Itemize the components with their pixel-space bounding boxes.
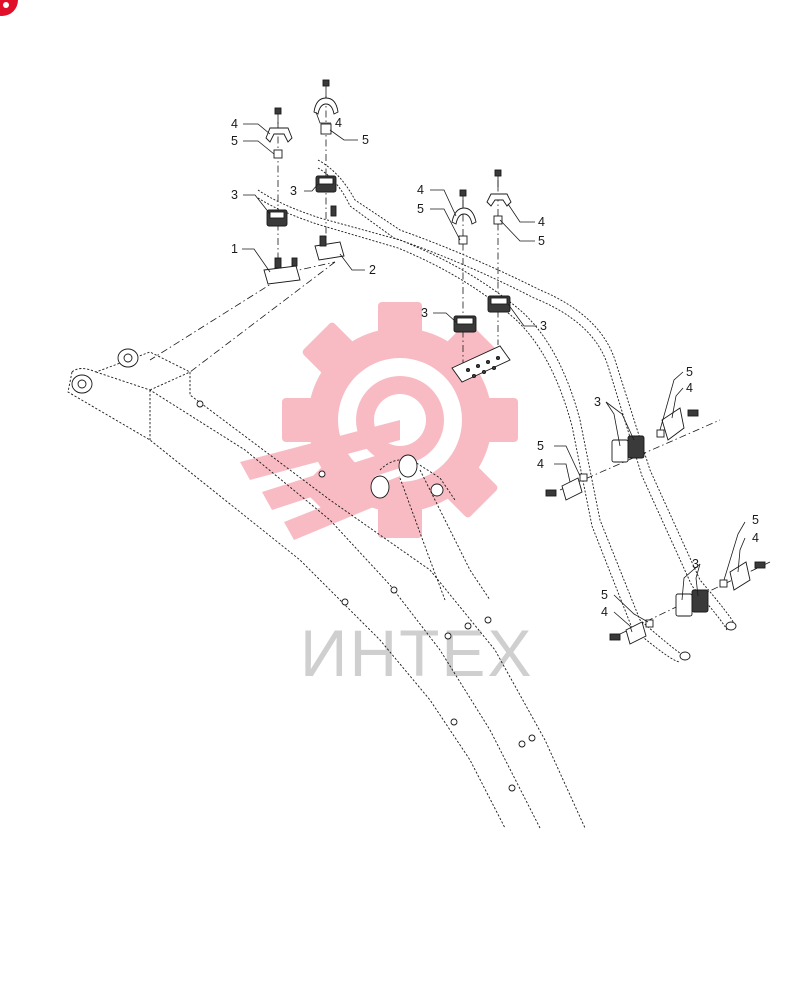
leader-lines xyxy=(242,111,746,633)
watermark-text: ИНТЕХ xyxy=(300,616,533,690)
clamp-stack-right-a xyxy=(451,189,477,333)
clamp-half xyxy=(661,407,685,441)
cylinder-mount-eye-a xyxy=(370,475,390,499)
callout-4: 4 xyxy=(752,531,759,545)
clamp-half xyxy=(486,193,512,207)
callout-3: 3 xyxy=(290,184,297,198)
clamp-stack-right-b xyxy=(451,169,512,383)
clamp-stack-center xyxy=(313,79,345,261)
spacer xyxy=(458,235,468,245)
callout-4: 4 xyxy=(686,381,693,395)
callout-5: 5 xyxy=(538,234,545,248)
callout-5: 5 xyxy=(601,588,608,602)
bolt xyxy=(274,107,282,124)
side-clamp-lower xyxy=(609,561,766,645)
clamp-half xyxy=(265,127,293,143)
side-clamp-upper xyxy=(545,407,699,501)
spacer xyxy=(579,473,588,482)
clamp-half xyxy=(313,97,339,115)
callout-4: 4 xyxy=(417,183,424,197)
clamp-half xyxy=(625,621,647,645)
clamp-stack-left xyxy=(263,107,301,285)
callout-5: 5 xyxy=(752,513,759,527)
callout-5: 5 xyxy=(362,133,369,147)
spacer xyxy=(273,149,283,159)
clamp-block xyxy=(675,593,693,617)
bracket-plate xyxy=(314,241,345,261)
boom-structure xyxy=(67,348,586,829)
callout-3: 3 xyxy=(692,557,699,571)
cylinder-mount-eye-b xyxy=(398,454,418,478)
clamp-half xyxy=(561,477,583,501)
callout-4: 4 xyxy=(231,117,238,131)
spacer xyxy=(320,123,332,135)
callout-1: 1 xyxy=(231,242,238,256)
bracket-plate xyxy=(263,265,301,285)
callout-2: 2 xyxy=(369,263,376,277)
callout-3: 3 xyxy=(421,306,428,320)
callout-5: 5 xyxy=(417,202,424,216)
callout-labels: 4 5 3 1 4 5 3 2 4 5 4 5 3 3 5 4 3 5 4 5 … xyxy=(231,116,759,619)
spacer xyxy=(645,619,654,628)
spacer xyxy=(493,215,503,225)
bracket-plate-perforated xyxy=(451,345,511,383)
callout-3: 3 xyxy=(594,395,601,409)
callout-4: 4 xyxy=(601,605,608,619)
spacer xyxy=(656,429,665,438)
callout-3: 3 xyxy=(231,188,238,202)
callout-4: 4 xyxy=(335,116,342,130)
callout-3: 3 xyxy=(540,319,547,333)
clamp-half xyxy=(729,561,751,591)
spacer xyxy=(719,579,728,588)
callout-5: 5 xyxy=(231,134,238,148)
callout-4: 4 xyxy=(537,457,544,471)
hydraulic-lines xyxy=(257,159,737,663)
callout-5: 5 xyxy=(537,439,544,453)
callout-5: 5 xyxy=(686,365,693,379)
clamp-half xyxy=(451,207,477,225)
clamp-block xyxy=(611,439,629,463)
callout-4: 4 xyxy=(538,215,545,229)
watermark-logo xyxy=(240,302,518,540)
